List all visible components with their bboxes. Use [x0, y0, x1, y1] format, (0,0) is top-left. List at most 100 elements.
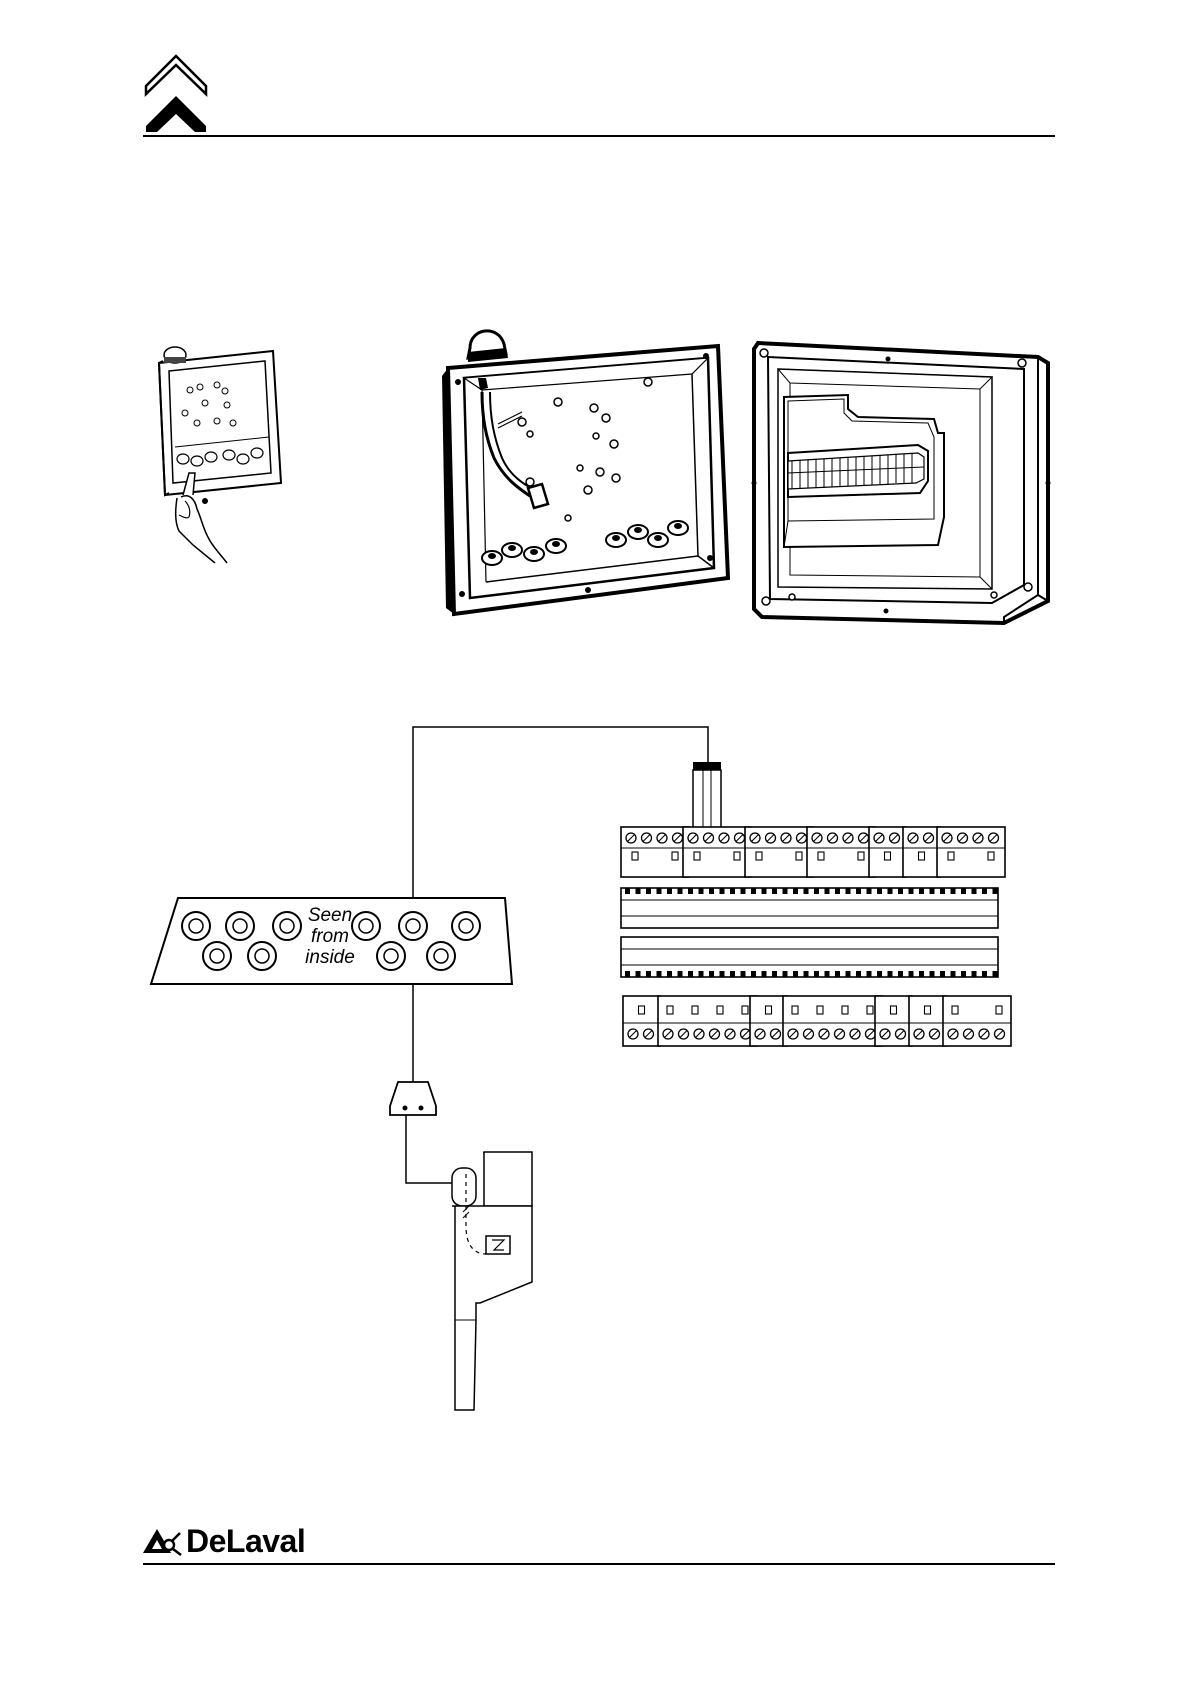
- din-rail-tooth: [909, 971, 914, 977]
- terminal-slot: [919, 852, 925, 860]
- bottom-terminal-module: [623, 996, 660, 1046]
- din-rail-tooth: [793, 971, 798, 977]
- terminal-slot: [952, 1006, 958, 1014]
- terminal-slot: [667, 1006, 673, 1014]
- terminal-slot: [632, 852, 638, 860]
- din-rail-tooth: [909, 888, 914, 894]
- terminal-slot: [734, 852, 740, 860]
- din-rail-tooth: [657, 888, 662, 894]
- din-rail-tooth: [720, 971, 725, 977]
- terminal-slot: [818, 852, 824, 860]
- din-rail-tooth: [993, 971, 998, 977]
- terminal-slot: [756, 852, 762, 860]
- terminal-slot: [796, 852, 802, 860]
- din-rail-tooth: [930, 888, 935, 894]
- din-rail-tooth: [961, 971, 966, 977]
- din-rail-tooth: [709, 888, 714, 894]
- terminal-slot: [766, 1006, 772, 1014]
- din-rail-tooth: [856, 888, 861, 894]
- din-rail-tooth: [919, 971, 924, 977]
- terminal-slot: [672, 852, 678, 860]
- din-rail-tooth: [972, 888, 977, 894]
- din-rail-tooth: [636, 888, 641, 894]
- din-rail-tooth: [667, 888, 672, 894]
- din-rail-tooth: [709, 971, 714, 977]
- din-rail-tooth: [783, 888, 788, 894]
- din-rail-tooth: [762, 888, 767, 894]
- din-rail-tooth: [888, 888, 893, 894]
- terminal-slot: [996, 1006, 1002, 1014]
- terminal-slot: [694, 852, 700, 860]
- terminal-slot: [925, 1006, 931, 1014]
- din-rail-tooth: [835, 888, 840, 894]
- din-rail-tooth: [919, 888, 924, 894]
- din-rail-tooth: [741, 888, 746, 894]
- din-rail-tooth: [951, 888, 956, 894]
- din-rail-tooth: [961, 888, 966, 894]
- terminal-slot: [742, 1006, 748, 1014]
- din-rail-tooth: [772, 888, 777, 894]
- din-rail-tooth: [898, 888, 903, 894]
- din-rail-tooth: [646, 888, 651, 894]
- din-rail-tooth: [951, 971, 956, 977]
- din-rail-tooth: [762, 971, 767, 977]
- din-rail-tooth: [699, 888, 704, 894]
- din-rail-tooth: [825, 971, 830, 977]
- footer-brand-name: DeLaval: [186, 1523, 305, 1560]
- terminal-slot: [717, 1006, 723, 1014]
- din-rail-tooth: [814, 971, 819, 977]
- terminal-slot: [692, 1006, 698, 1014]
- din-rail-tooth: [877, 971, 882, 977]
- din-rail-tooth: [982, 971, 987, 977]
- terminal-slot: [948, 852, 954, 860]
- din-rail-tooth: [835, 971, 840, 977]
- din-rail-tooth: [636, 971, 641, 977]
- din-rail-tooth: [688, 888, 693, 894]
- din-rail-tooth: [940, 971, 945, 977]
- din-rail-tooth: [972, 971, 977, 977]
- din-rail-tooth: [741, 971, 746, 977]
- bottom-terminal-module: [875, 996, 912, 1046]
- din-rail-tooth: [751, 888, 756, 894]
- din-rail-tooth: [625, 971, 630, 977]
- delaval-logo-icon: [143, 1527, 183, 1557]
- din-rail-tooth: [751, 971, 756, 977]
- footer-rule: [143, 1563, 1055, 1565]
- din-rail-tooth: [772, 971, 777, 977]
- din-rail-tooth: [720, 888, 725, 894]
- din-rail-tooth: [856, 971, 861, 977]
- din-rail-tooth: [657, 971, 662, 977]
- din-rail-tooth: [898, 971, 903, 977]
- din-rail-tooth: [930, 971, 935, 977]
- din-rail-tooth: [804, 971, 809, 977]
- din-rail-tooth: [993, 888, 998, 894]
- terminal-slot: [891, 1006, 897, 1014]
- din-rail-tooth: [825, 888, 830, 894]
- terminal-slot: [817, 1006, 823, 1014]
- din-rail-tooth: [940, 888, 945, 894]
- din-rail-tooth: [814, 888, 819, 894]
- bottom-terminal-module: [909, 996, 946, 1046]
- terminal-slot: [988, 852, 994, 860]
- din-rail-tooth: [646, 971, 651, 977]
- din-rail-tooth: [982, 888, 987, 894]
- din-rail-tooth: [699, 971, 704, 977]
- terminal-slot: [858, 852, 864, 860]
- din-rail-tooth: [625, 888, 630, 894]
- terminal-slot: [792, 1006, 798, 1014]
- din-rail-tooth: [867, 971, 872, 977]
- din-rail-tooth: [888, 971, 893, 977]
- din-rail-tooth: [688, 971, 693, 977]
- din-rail-tooth: [730, 888, 735, 894]
- terminal-slot: [885, 852, 891, 860]
- bottom-terminal-module: [750, 996, 787, 1046]
- terminal-slot: [842, 1006, 848, 1014]
- din-rail-tooth: [667, 971, 672, 977]
- terminal-slot: [867, 1006, 873, 1014]
- din-rail-tooth: [783, 971, 788, 977]
- din-rail-tooth: [793, 888, 798, 894]
- din-rail-tooth: [867, 888, 872, 894]
- din-rail-tooth: [877, 888, 882, 894]
- din-rail-tooth: [846, 888, 851, 894]
